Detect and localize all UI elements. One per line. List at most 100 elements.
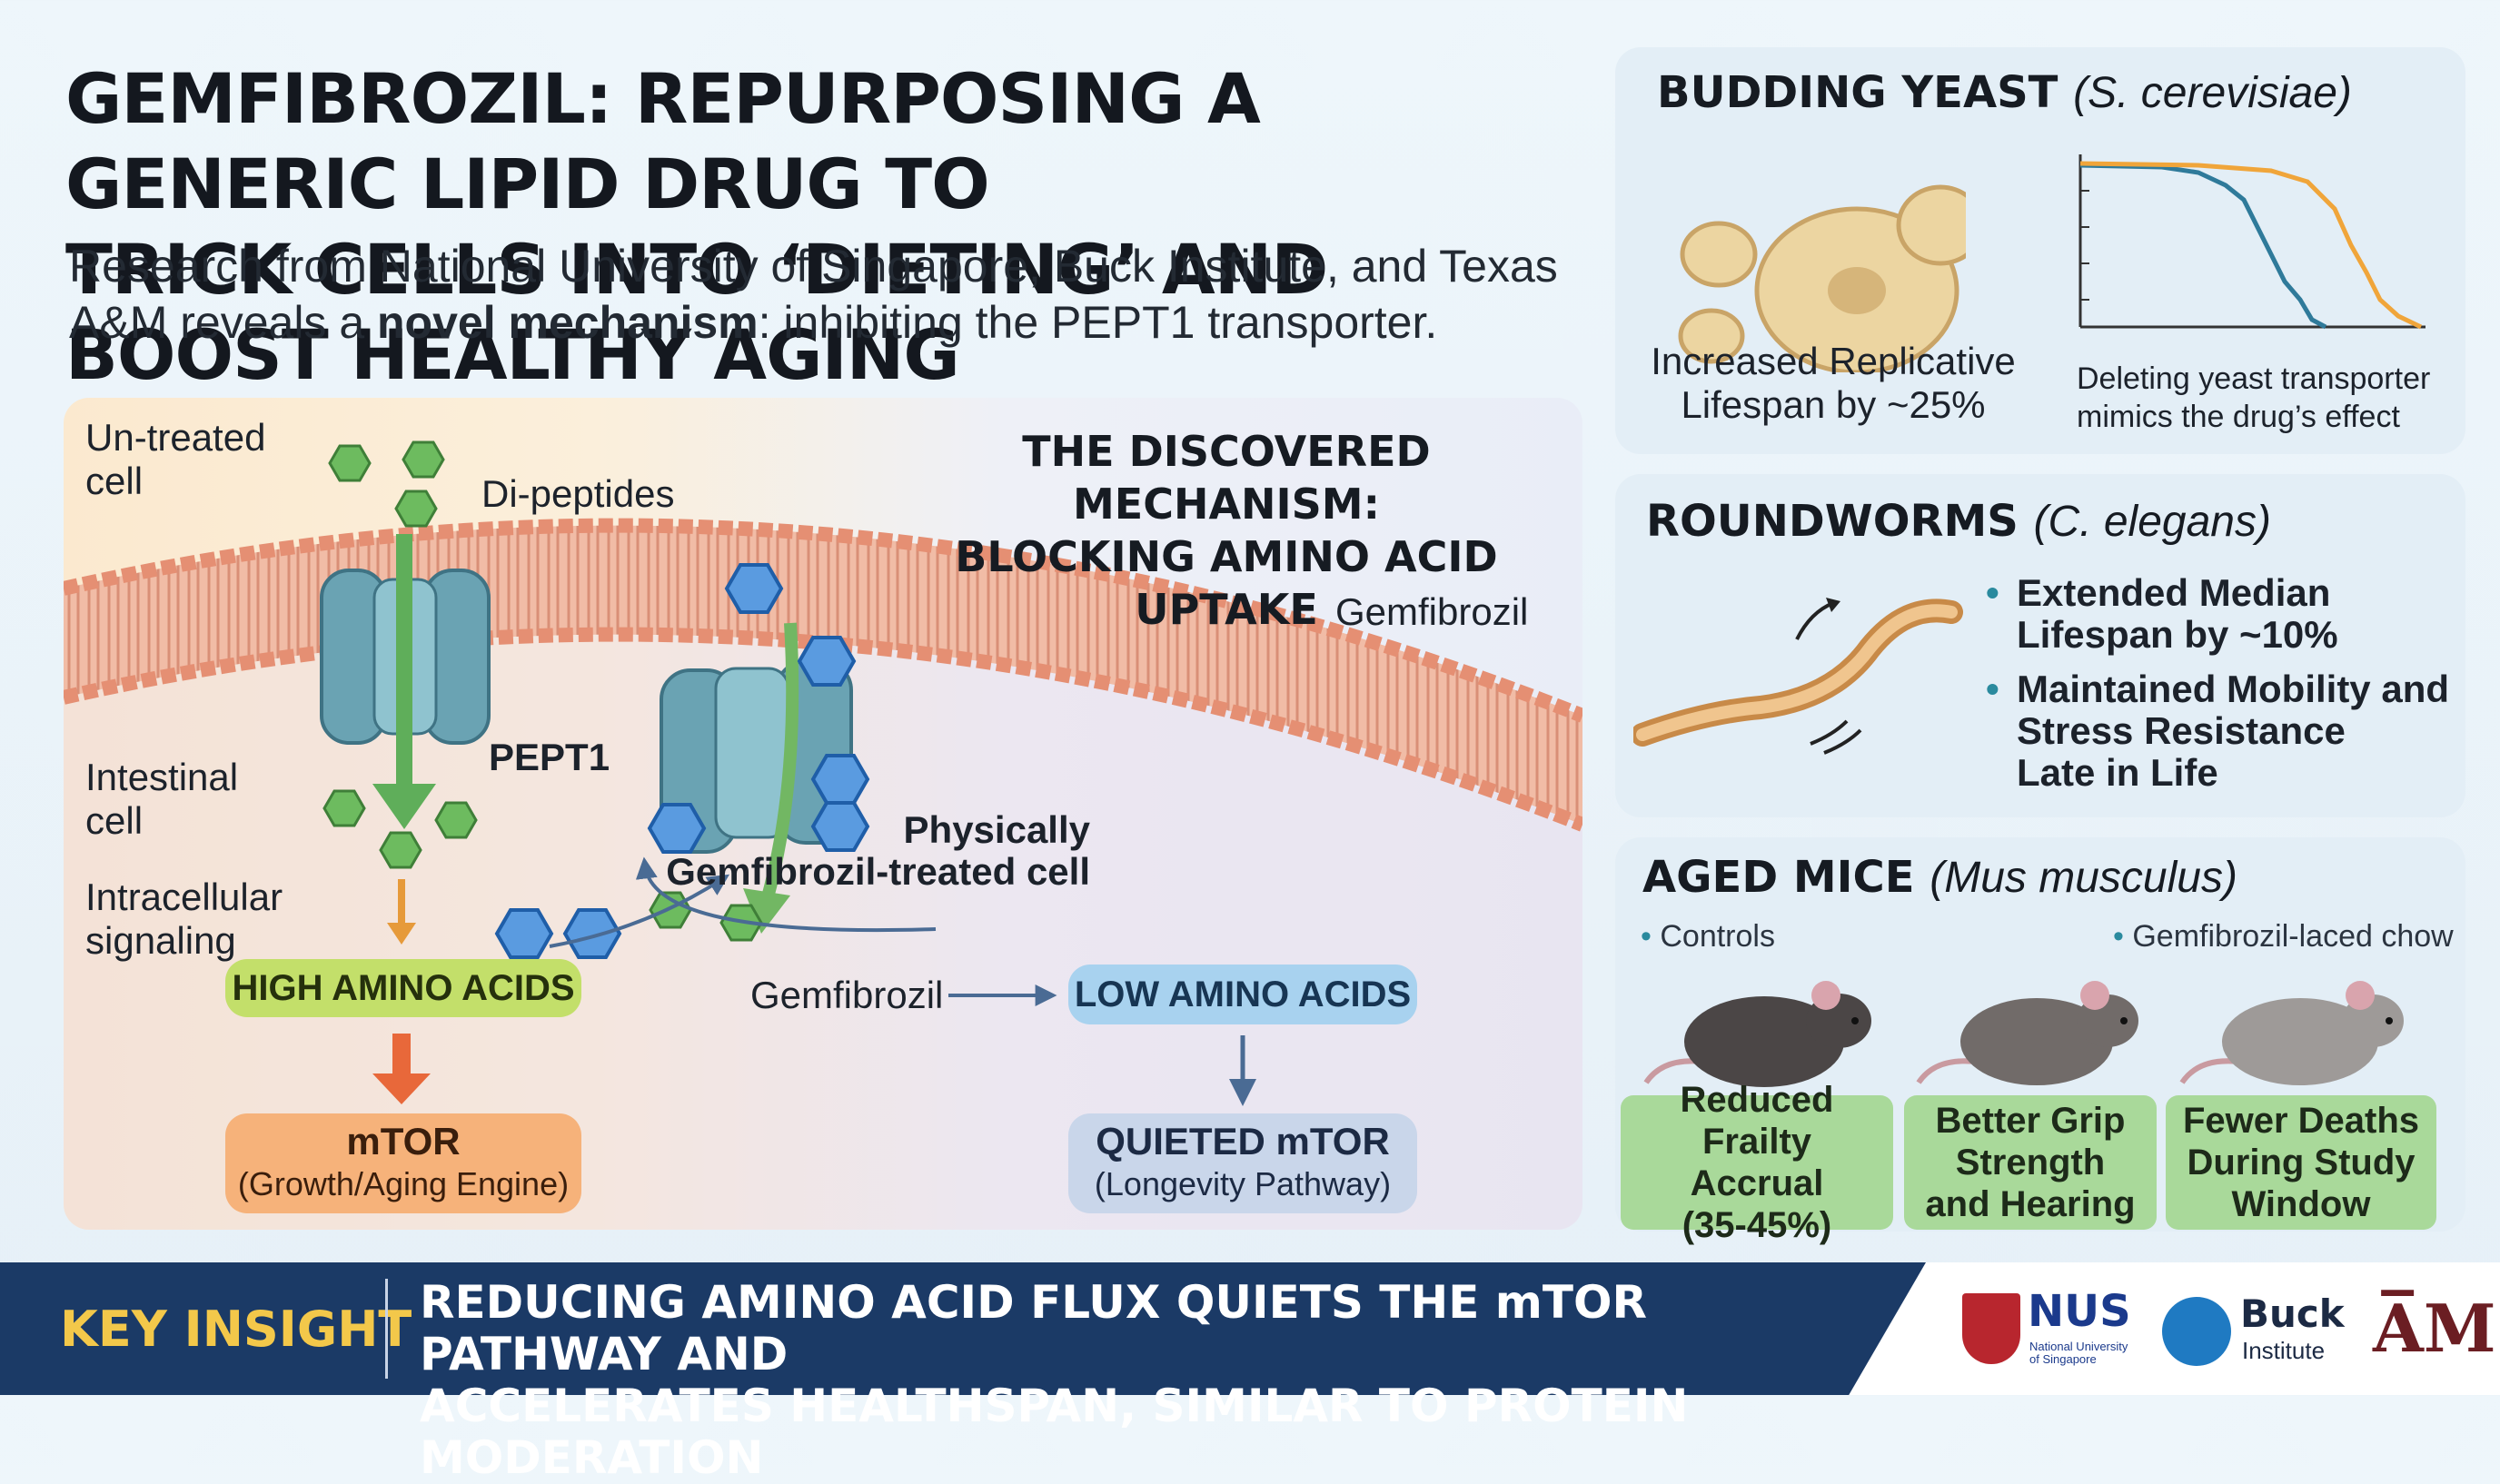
mechanism-heading-line-1: THE DISCOVERED MECHANISM: <box>1022 427 1431 529</box>
mechanism-illustration <box>64 440 1582 1230</box>
worms-species: (C. elegans) <box>2033 498 2271 546</box>
mice-title: AGED MICE (Mus musculus) <box>1642 852 2237 903</box>
key-insight-band <box>0 1262 1926 1395</box>
quieted-mtor-subtitle: (Longevity Pathway) <box>1094 1165 1392 1202</box>
logos: NUS National University of Singapore Buc… <box>1962 1286 2496 1377</box>
yeast-result-line-2: Lifespan by ~25% <box>1681 383 1986 426</box>
mice-panel: AGED MICE (Mus musculus) • Controls • Ge… <box>1615 837 2465 1245</box>
worms-title: ROUNDWORMS (C. elegans) <box>1646 496 2271 547</box>
subtitle-pre: A&M reveals a <box>69 297 378 348</box>
yeast-cells-illustration <box>1678 184 1966 372</box>
mouse-mid-icon <box>1916 981 2138 1085</box>
yeast-note-line-2: mimics the drug’s effect <box>2077 400 2400 434</box>
frailty-line-1: Reduced Frailty <box>1680 1080 1834 1162</box>
mechanism-heading: THE DISCOVERED MECHANISM: BLOCKING AMINO… <box>899 425 1553 636</box>
worms-bullet-2-line-2: Stress Resistance <box>2017 709 2346 752</box>
deaths-line-2: During Study <box>2187 1143 2416 1182</box>
quieted-mtor-pill: QUIETED mTOR (Longevity Pathway) <box>1068 1113 1417 1213</box>
worm-illustration <box>1633 598 1963 755</box>
quieted-mtor-title: QUIETED mTOR <box>1096 1120 1390 1162</box>
grip-line-1: Better Grip <box>1935 1101 2126 1141</box>
mouse-light-icon <box>2179 981 2404 1085</box>
pept1-label: PEPT1 <box>489 736 610 778</box>
controls-label-text: Controls <box>1660 919 1775 954</box>
deaths-line-1: Fewer Deaths <box>2182 1101 2420 1141</box>
key-insight-label: KEY INSIGHT <box>60 1301 412 1358</box>
treated-curve <box>2079 161 2423 330</box>
survival-curve-chart <box>2078 154 2426 330</box>
footer-divider <box>385 1279 388 1379</box>
yeast-note-line-1: Deleting yeast transporter <box>2077 361 2431 396</box>
dipeptides-inside <box>322 789 478 869</box>
yeast-note: Deleting yeast transporter mimics the dr… <box>2077 360 2449 436</box>
frailty-line-3: (35-45%) <box>1682 1205 1832 1245</box>
yeast-title: BUDDING YEAST (S. cerevisiae) <box>1657 67 2352 118</box>
worms-panel: ROUNDWORMS (C. elegans) • Extended Media… <box>1615 474 2465 817</box>
mice-title-text: AGED MICE <box>1642 852 1915 903</box>
mtor-title: mTOR <box>346 1120 461 1162</box>
worms-bullet-1-line-2: Lifespan by ~10% <box>2017 613 2338 656</box>
nus-logo-subtext: National University of Singapore <box>2029 1341 2128 1366</box>
signaling-line-1: Intracellular <box>85 876 283 918</box>
nus-sub-line-2: of Singapore <box>2029 1352 2097 1366</box>
worms-bullets: • Extended Median Lifespan by ~10% • Mai… <box>1986 572 2458 794</box>
mice-illustration <box>1643 981 2404 1087</box>
title-line-2: TRICK CELLS INTO ‘DIETING’ AND BOOST HEA… <box>65 229 1328 395</box>
mechanism-heading-line-2: BLOCKING AMINO ACID UPTAKE <box>955 532 1498 634</box>
controls-label: • Controls <box>1641 919 1775 954</box>
insight-line-2: ACCELERATES HEALTHSPAN, SIMILAR TO PROTE… <box>420 1380 1689 1484</box>
yeast-result: Increased Replicative Lifespan by ~25% <box>1633 340 2033 427</box>
gemfibrozil-molecules <box>494 563 870 959</box>
grip-line-2: Strength <box>1955 1143 2106 1182</box>
yeast-result-line-1: Increased Replicative <box>1651 340 2016 382</box>
nus-logo-text: NUS <box>2028 1286 2131 1337</box>
laced-chow-label: • Gemfibrozil-laced chow <box>2113 919 2454 954</box>
laced-chow-label-text: Gemfibrozil-laced chow <box>2132 919 2454 954</box>
nus-sub-line-1: National University <box>2029 1340 2128 1353</box>
worms-title-text: ROUNDWORMS <box>1646 496 2019 547</box>
mtor-pill: mTOR (Growth/Aging Engine) <box>225 1113 581 1213</box>
mouse-dark-icon <box>1643 981 1871 1087</box>
yeast-title-text: BUDDING YEAST <box>1657 67 2059 118</box>
worms-bullet-2-line-3: Late in Life <box>2017 751 2218 794</box>
control-curve <box>2079 163 2327 330</box>
buck-logo-icon <box>2162 1297 2231 1366</box>
nus-crest-icon <box>1962 1293 2020 1364</box>
yeast-species: (S. cerevisiae) <box>2073 69 2352 117</box>
intestinal-cell-label: Intestinal cell <box>85 756 238 843</box>
high-amino-acids-pill: HIGH AMINO ACIDS <box>225 959 581 1017</box>
mice-species: (Mus musculus) <box>1930 854 2237 902</box>
grip-line-3: and Hearing <box>1925 1184 2136 1224</box>
subtitle-post: : inhibiting the PEPT1 transporter. <box>758 297 1438 348</box>
intestinal-line-2: cell <box>85 799 144 842</box>
treated-cell-label: Physically Gemfibrozil-treated cell <box>618 808 1090 894</box>
intracellular-signaling-label: Intracellular signaling <box>85 876 283 963</box>
mtor-subtitle: (Growth/Aging Engine) <box>237 1165 570 1202</box>
treated-line-1: Physically <box>903 808 1090 851</box>
untreated-line-2: cell <box>85 460 144 502</box>
gemfibrozil-bottom-label: Gemfibrozil <box>750 974 944 1016</box>
buck-logo-text: Buck <box>2240 1291 2345 1336</box>
buck-logo-subtext: Institute <box>2242 1337 2326 1364</box>
key-insight-text: REDUCING AMINO ACID FLUX QUIETS THE mTOR… <box>420 1277 1873 1484</box>
tamu-logo: A̅M <box>2373 1290 2496 1367</box>
worms-bullet-2: • Maintained Mobility and Stress Resista… <box>1986 668 2458 794</box>
pept1-transporter <box>320 569 491 745</box>
title-line-1: GEMFIBROZIL: REPURPOSING A GENERIC LIPID… <box>65 58 1261 224</box>
dipeptides-outside <box>328 440 445 528</box>
untreated-line-1: Un-treated <box>85 416 266 459</box>
yeast-panel: BUDDING YEAST (S. cerevisiae) Increased … <box>1615 47 2465 454</box>
subtitle-line-1: Research from National University of Sin… <box>69 241 1558 292</box>
gemfibrozil-top-label: Gemfibrozil <box>1335 590 1529 633</box>
signaling-line-2: signaling <box>85 919 236 962</box>
worms-bullet-1-line-1: Extended Median <box>2017 571 2331 614</box>
deaths-line-3: Window <box>2231 1184 2371 1224</box>
insight-line-1: REDUCING AMINO ACID FLUX QUIETS THE mTOR… <box>420 1276 1647 1380</box>
worms-bullet-2-line-1: Maintained Mobility and <box>2017 668 2450 710</box>
mechanism-panel: Un-treated cell Di-peptides PEPT1 Intest… <box>64 398 1582 1230</box>
subtitle-bold: novel mechanism <box>377 297 759 348</box>
untreated-cell-label: Un-treated cell <box>85 416 265 503</box>
